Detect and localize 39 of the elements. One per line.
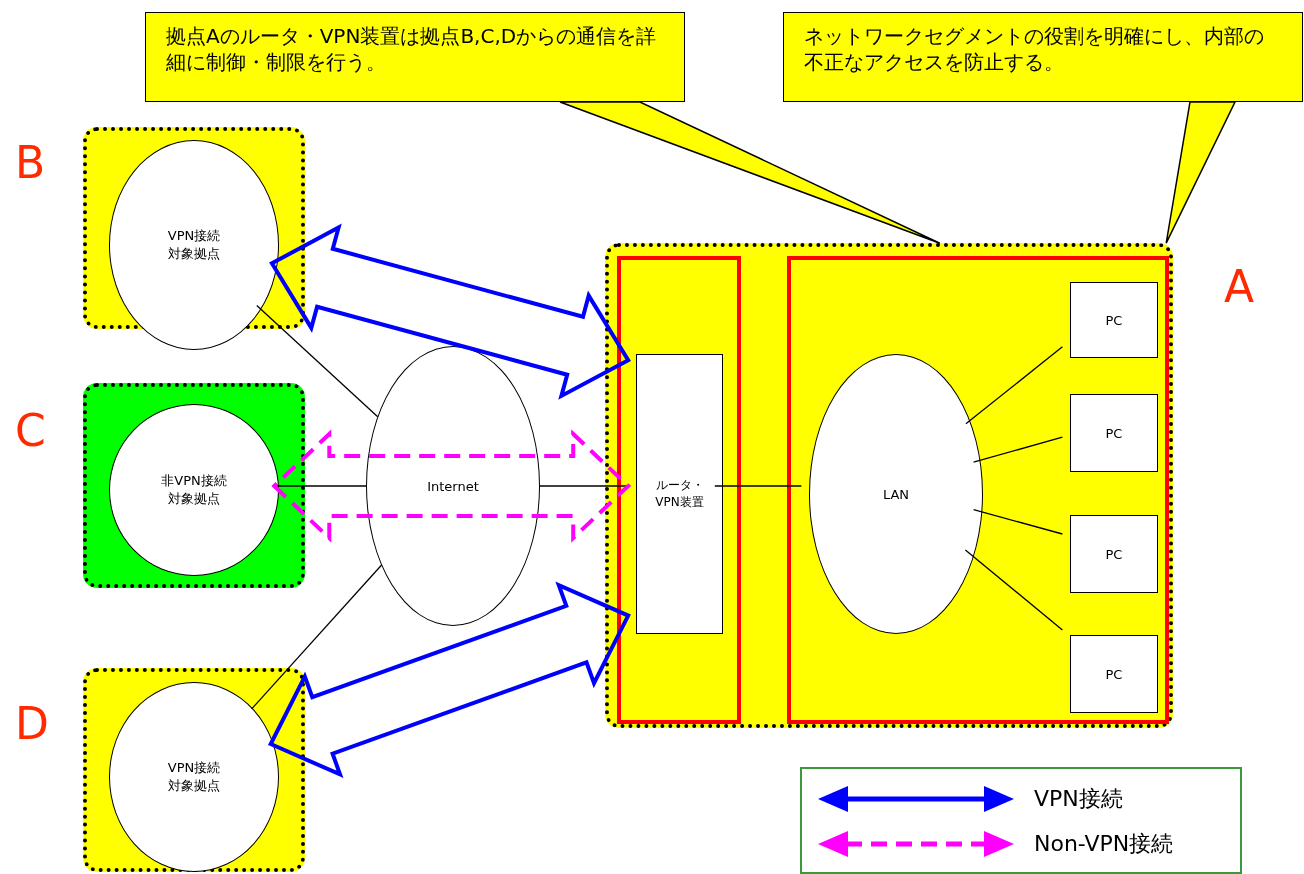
connector-line xyxy=(251,564,383,710)
site-letter: A xyxy=(1224,265,1255,309)
pc-box xyxy=(1070,394,1158,472)
callout-tail xyxy=(559,101,941,244)
node-label: 非VPN接続対象拠点 xyxy=(160,472,228,508)
node-label: PC xyxy=(1105,546,1123,562)
site-letter: C xyxy=(15,409,46,453)
connector-line xyxy=(256,304,379,418)
highlight-frame xyxy=(787,256,1169,724)
pc-box xyxy=(1070,515,1158,593)
hollow-double-arrow xyxy=(267,581,631,779)
node-label: ルータ・VPN装置 xyxy=(654,477,705,511)
connector-line xyxy=(965,346,1064,425)
legend-text: Non-VPN接続 xyxy=(1034,830,1174,858)
node-label: LAN xyxy=(882,486,910,502)
hollow-double-arrow xyxy=(269,223,631,400)
connector-line xyxy=(964,549,1064,631)
connector-line xyxy=(714,485,803,487)
legend-text: VPN接続 xyxy=(1034,785,1123,813)
callout-tail xyxy=(1165,101,1237,244)
callout-text: 拠点Aのルータ・VPN装置は拠点B,C,Dからの通信を詳細に制御・制限を行う。 xyxy=(166,23,658,75)
connector-line xyxy=(972,436,1064,463)
hollow-double-arrow xyxy=(271,429,632,543)
pc-box xyxy=(1070,282,1158,358)
callout-bubble xyxy=(145,12,685,102)
connector-line xyxy=(539,485,629,487)
node-label: VPN接続対象拠点 xyxy=(166,759,222,795)
node-label: Internet xyxy=(427,478,479,494)
pc-box xyxy=(1070,635,1158,713)
node-label: PC xyxy=(1105,312,1123,328)
router-box xyxy=(636,354,723,634)
callout-text: ネットワークセグメントの役割を明確にし、内部の不正なアクセスを防止する。 xyxy=(804,23,1265,75)
node-label: PC xyxy=(1105,425,1123,441)
site-letter: D xyxy=(15,702,49,746)
highlight-frame xyxy=(617,256,741,724)
node-label: PC xyxy=(1105,666,1123,682)
site-letter: B xyxy=(15,141,46,185)
node-label: VPN接続対象拠点 xyxy=(166,227,222,263)
connector-line xyxy=(972,508,1064,535)
